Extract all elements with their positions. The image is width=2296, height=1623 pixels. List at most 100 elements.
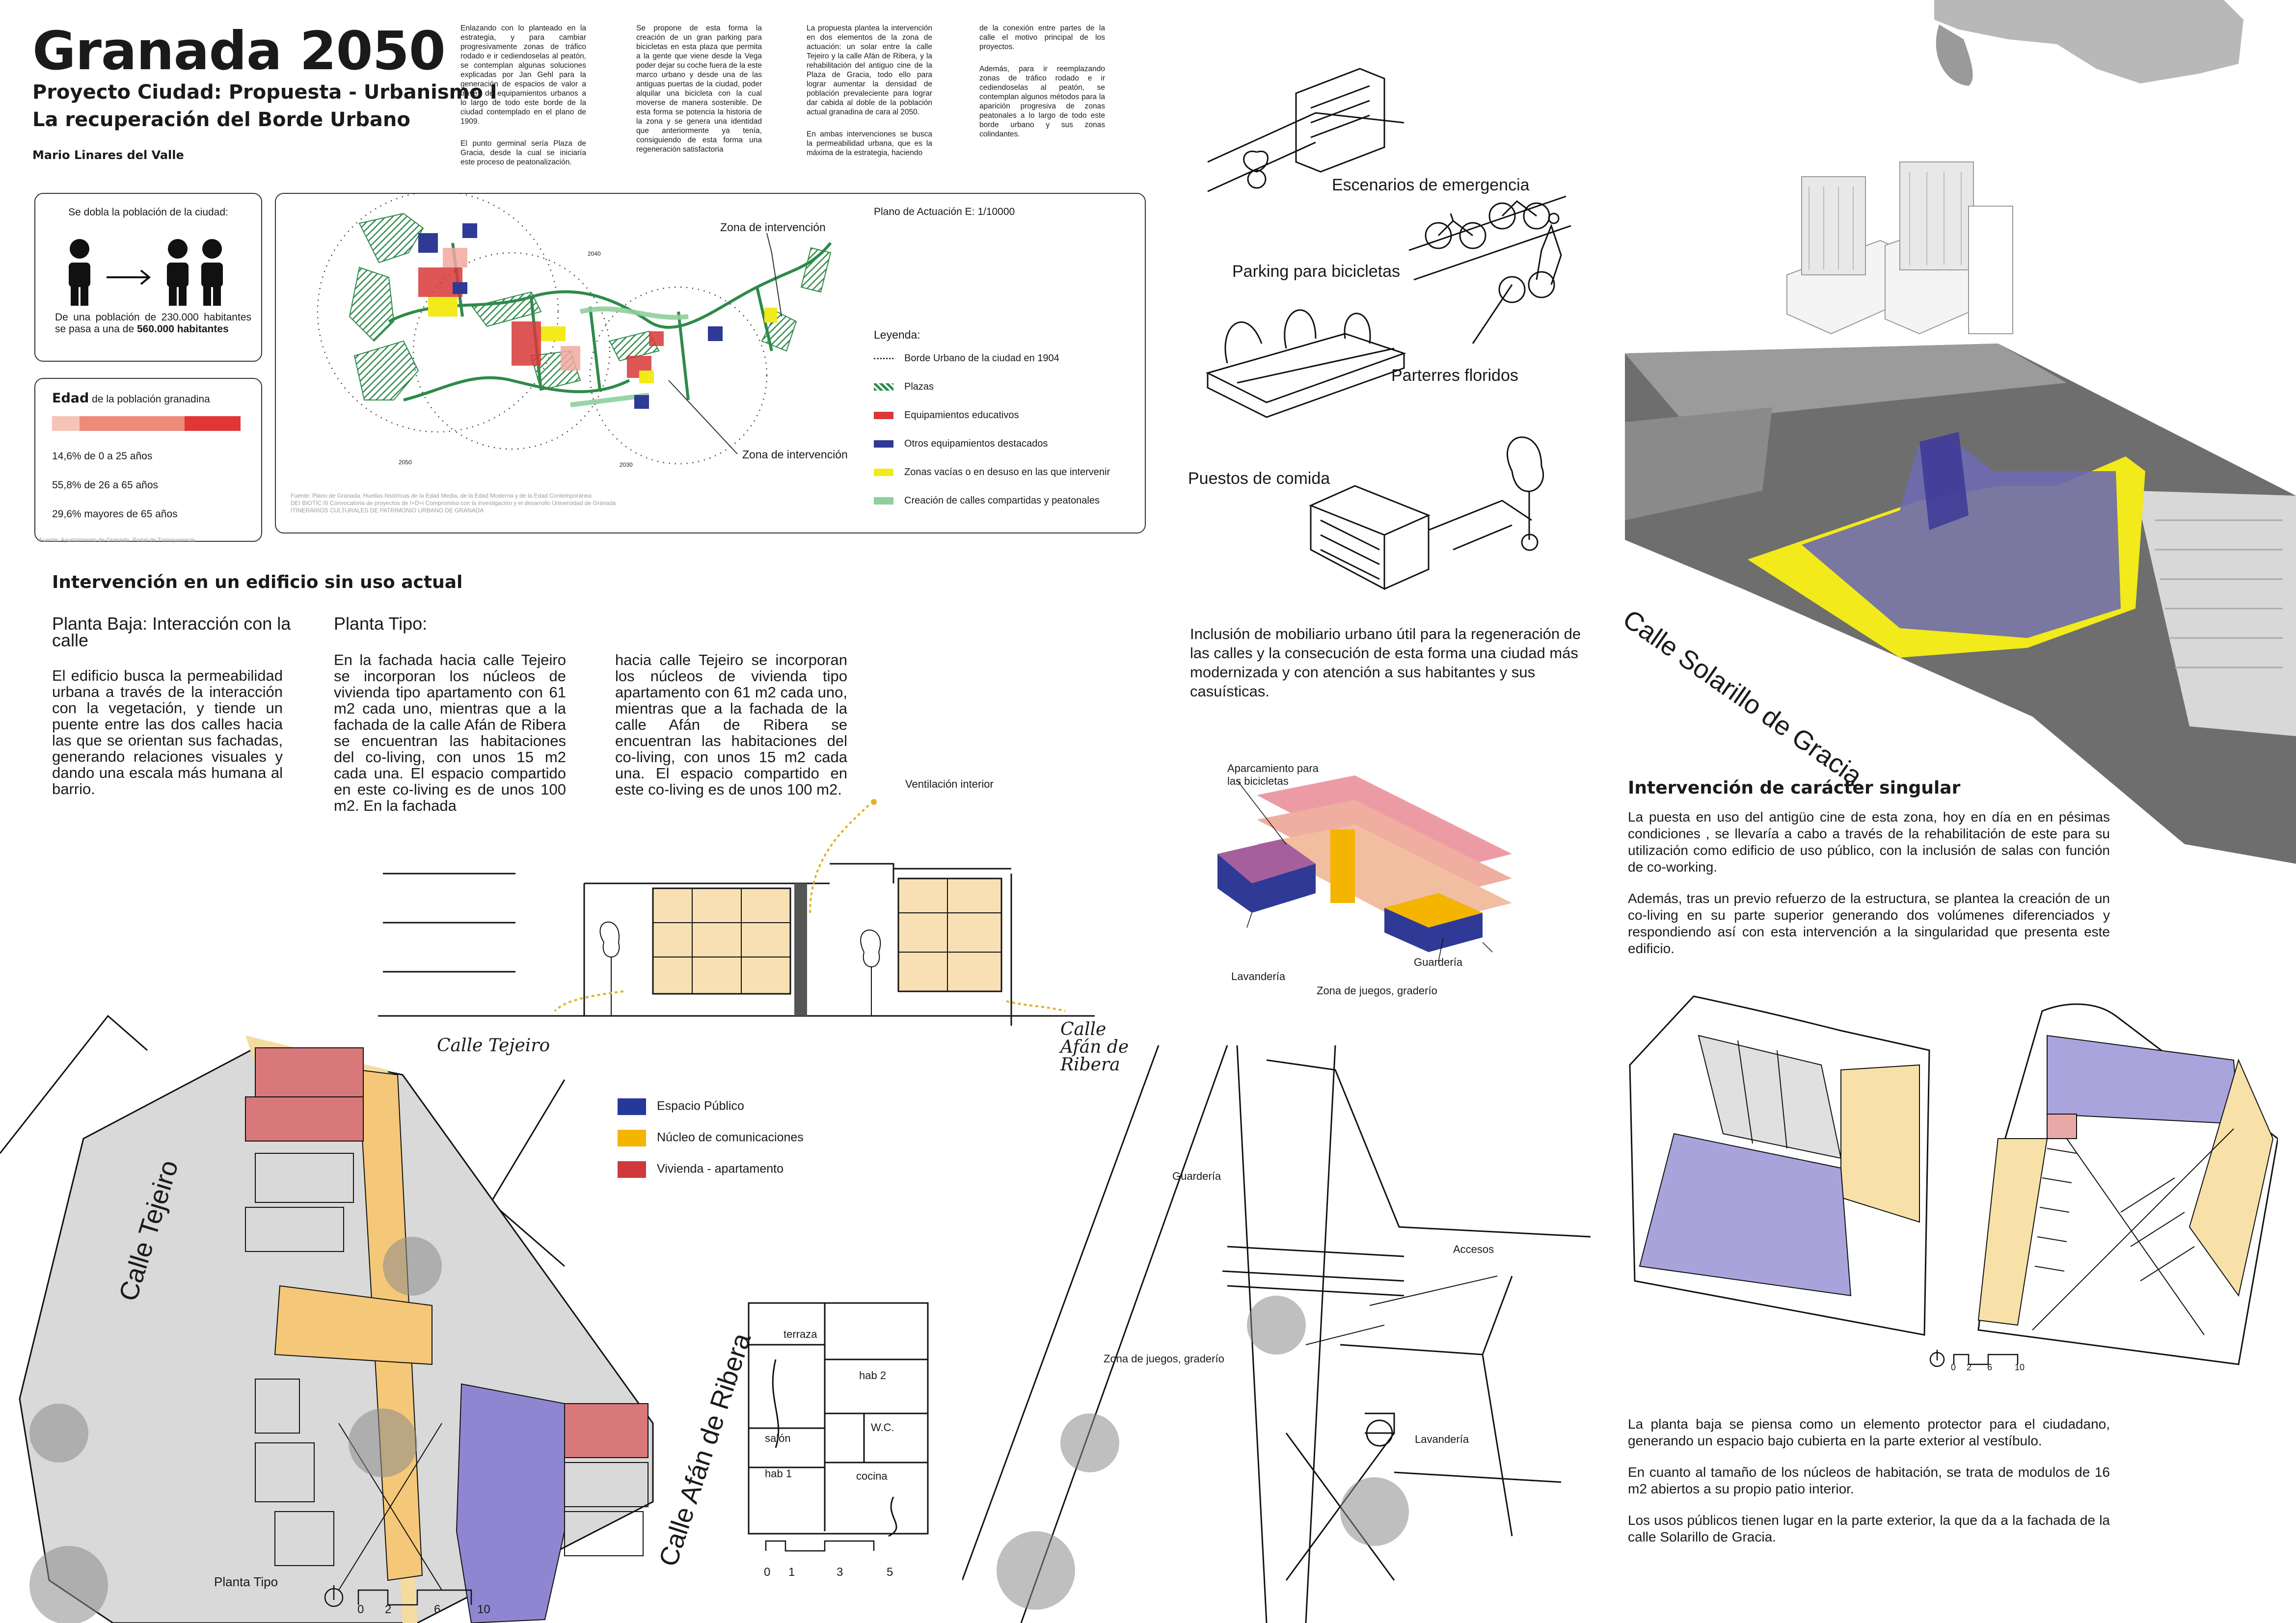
flowerbeds-sketch: [1205, 309, 1406, 418]
person-icon: [167, 239, 223, 306]
cinema-plans: [1629, 995, 2278, 1367]
age-line-2: 55,8% de 26 a 65 años: [52, 479, 159, 491]
map-legend-label: Plazas: [904, 381, 934, 392]
age-bar-segment: [185, 416, 241, 431]
plan-scale-2: 2: [385, 1603, 392, 1616]
author-name: Mario Linares del Valle: [32, 148, 184, 162]
intro-paragraph: Se propone de esta forma la creación de …: [636, 24, 762, 154]
plan-legend-item: Vivienda - apartamento: [618, 1161, 804, 1178]
zona-intervencion-label-1: Zona de intervención: [720, 221, 826, 234]
year-label-2050: 2050: [399, 459, 412, 466]
map-source-line: Fuente: Plano de Granada. Huellas histór…: [291, 492, 592, 499]
urban-furniture-sketches: [1205, 68, 1571, 590]
cinema-scale-2: 2: [1967, 1362, 1972, 1372]
room-terraza: terraza: [783, 1328, 817, 1340]
plan-legend-item: Núcleo de comunicaciones: [618, 1130, 804, 1146]
plan-scale-6: 6: [434, 1603, 441, 1616]
age-title-bold: Edad: [52, 391, 89, 406]
intro-column-1: Enlazando con lo planteado en la estrate…: [460, 24, 586, 180]
intro-paragraph: Además, para ir reemplazando zonas de tr…: [979, 65, 1105, 138]
plazas-hatch: [349, 213, 832, 400]
axon-label-aparcamiento: Aparcamiento para las bicicletas: [1227, 762, 1319, 787]
year-label-2030: 2030: [620, 461, 633, 468]
singular-paragraph: La puesta en uso del antigüo cine de est…: [1628, 809, 2110, 875]
plan-scale-10: 10: [477, 1603, 490, 1616]
plan-title: Plano de Actuación E: 1/10000: [874, 206, 1015, 217]
cinema-scale-6: 6: [1987, 1362, 1993, 1372]
zona-intervencion-label-2: Zona de intervención: [742, 448, 848, 461]
plan-legend-swatch: [618, 1161, 646, 1178]
intro-paragraph: La propuesta plantea la intervención en …: [807, 24, 932, 116]
map-legend-label: Equipamientos educativos: [904, 410, 1019, 421]
map-legend-label: Otros equipamientos destacados: [904, 438, 1048, 449]
plan-legend-label: Núcleo de comunicaciones: [657, 1130, 804, 1144]
map-box: Zona de intervención Zona de intervenció…: [275, 193, 1146, 533]
room-wc: W.C.: [871, 1421, 894, 1434]
scale-bar: [324, 1585, 472, 1607]
intro-column-2: Se propone de esta forma la creación de …: [636, 24, 762, 167]
border-1904-dotted-circles: [317, 194, 768, 465]
void-zones: [428, 297, 777, 383]
ground-label-zona-juegos: Zona de juegos, graderío: [1104, 1353, 1224, 1365]
map-legend-item: Equipamientos educativos: [874, 410, 1110, 421]
map-pointers: [668, 233, 782, 454]
tree-illustration: [29, 1237, 442, 1623]
room-hab1: hab 1: [765, 1467, 792, 1480]
axon-label-lavanderia: Lavandería: [1231, 970, 1286, 983]
food-stalls-sketch: [1309, 436, 1544, 590]
shared-streets-network: [388, 242, 832, 401]
intro-paragraph: El punto germinal sería Plaza de Gracia,…: [460, 139, 586, 166]
tree-illustration: [997, 1296, 1409, 1610]
singular-heading: Intervención de carácter singular: [1628, 778, 1961, 798]
apt-scale-1: 1: [788, 1566, 795, 1579]
other-facilities: [418, 223, 723, 409]
ground-label-lavanderia: Lavandería: [1415, 1433, 1469, 1445]
age-source: Fuente: Ayuntamiento de Granada. Portal …: [39, 536, 195, 543]
ventilacion-label: Ventilación interior: [905, 778, 994, 790]
intro-paragraph: de la conexión entre partes de la calle …: [979, 24, 1105, 51]
population-text: De una población de 230.000 habitantes s…: [55, 312, 251, 335]
legend-title: Leyenda:: [874, 328, 920, 341]
intro-paragraph: Enlazando con lo planteado en la estrate…: [460, 24, 586, 126]
planta-tipo-title: Planta Tipo:: [334, 613, 428, 634]
map-legend-item: Otros equipamientos destacados: [874, 438, 1110, 450]
label-escenarios: Escenarios de emergencia: [1332, 176, 1530, 194]
age-box: Edad de la población granadina 14,6% de …: [34, 378, 262, 542]
plan-scale-0: 0: [357, 1603, 364, 1616]
cinema-photo-collage: [1625, 0, 2296, 864]
axon-core: [1330, 829, 1355, 903]
singular-paragraph: Los usos públicos tienen lugar en la par…: [1628, 1513, 2110, 1544]
cinema-plan-purple: [1639, 1133, 1852, 1297]
age-title-rest: de la población granadina: [89, 394, 210, 405]
axon-label-zona-juegos: Zona de juegos, graderío: [1317, 984, 1437, 997]
urban-map: [317, 194, 832, 465]
cinema-scale-0: 0: [1951, 1362, 1956, 1372]
population-box: Se dobla la población de la ciudad: De u…: [34, 193, 262, 362]
planta-tipo-label: Planta Tipo: [214, 1574, 278, 1589]
population-caption: Se dobla la población de la ciudad:: [68, 207, 228, 218]
section-volume-right: [897, 878, 1002, 992]
bicycle-parking-sketch: [1408, 195, 1571, 344]
map-legend-swatch: [874, 358, 893, 360]
intro-paragraph: En ambas intervenciones se busca la perm…: [807, 130, 932, 157]
page-title: Granada 2050: [32, 21, 446, 82]
year-label-2040: 2040: [588, 250, 601, 257]
plan-legend: Espacio Público Núcleo de comunicaciones…: [618, 1098, 804, 1178]
map-legend-label: Zonas vacías o en desuso en las que inte…: [904, 467, 1110, 478]
room-cocina: cocina: [856, 1470, 888, 1482]
section-volume-left: [652, 887, 791, 995]
apartment-plan: [748, 1302, 929, 1552]
cinema-scale-10: 10: [2015, 1362, 2025, 1372]
ground-label-accesos: Accesos: [1453, 1243, 1494, 1255]
age-title: Edad de la población granadina: [52, 391, 210, 406]
planta-tipo-text-2: hacia calle Tejeiro se incorporan los nú…: [615, 651, 847, 798]
map-source-line: DEI BIOTIC III Convocatoria de proyectos…: [291, 500, 616, 506]
calle-tejeiro-hand-label: Calle Tejeiro: [437, 1036, 550, 1056]
ground-label-guarderia: Guardería: [1172, 1170, 1221, 1182]
age-bar: [52, 416, 241, 431]
map-legend-item: Zonas vacías o en desuso en las que inte…: [874, 467, 1110, 478]
plan-legend-swatch: [618, 1098, 646, 1115]
population-text-pre: De una población de 230.000 habitantes s…: [55, 312, 251, 335]
axonometric-diagram: [1217, 775, 1512, 962]
map-legend-swatch: [874, 383, 893, 391]
